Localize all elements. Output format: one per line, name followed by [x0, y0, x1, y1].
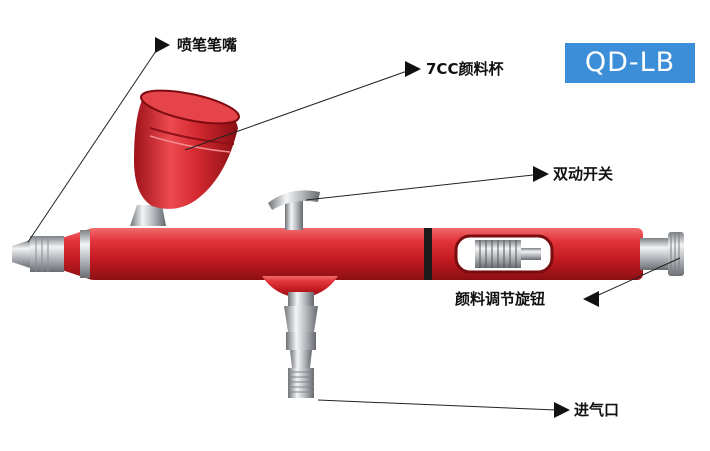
- adjust-window: [454, 234, 554, 274]
- callout-line-nozzle: [27, 44, 161, 243]
- label-nozzle: 喷笔笔嘴: [177, 36, 238, 54]
- callout-line-inlet: [317, 399, 557, 411]
- callout-line-cup: [184, 69, 411, 151]
- callout-line-knob: [591, 257, 681, 299]
- triangle-arrow-icon: [554, 402, 570, 418]
- pointer-arrows: [155, 37, 599, 418]
- trigger-lever: [268, 190, 320, 230]
- model-badge: QD-LB: [565, 43, 695, 83]
- paint-cup: [130, 89, 240, 226]
- label-trigger: 双动开关: [553, 165, 614, 183]
- label-adjust-knob: 颜料调节旋钮: [455, 290, 546, 308]
- label-cup: 7CC颜料杯: [426, 60, 504, 78]
- triangle-arrow-icon: [583, 291, 599, 307]
- label-air-inlet: 进气口: [574, 401, 620, 419]
- triangle-arrow-icon: [155, 37, 170, 53]
- callout-lines: [27, 44, 681, 411]
- airbrush-body: [62, 228, 643, 298]
- triangle-arrow-icon: [405, 61, 421, 77]
- callout-line-trigger: [305, 173, 543, 201]
- triangle-arrow-icon: [533, 166, 549, 182]
- air-inlet: [284, 292, 318, 398]
- nozzle: [12, 230, 90, 278]
- adjust-knob: [640, 232, 684, 276]
